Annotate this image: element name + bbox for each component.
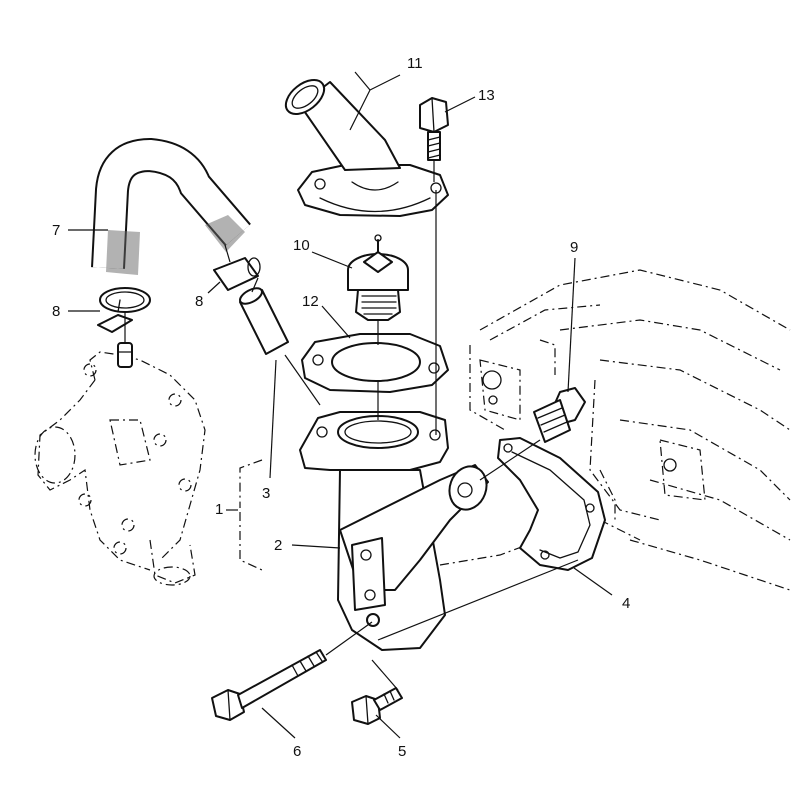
water-pump-outline: [34, 351, 206, 586]
callout-9: 9: [570, 239, 578, 256]
hose-clamp-center: [213, 257, 261, 291]
callout-8-center: 8: [195, 293, 203, 310]
callout-12: 12: [302, 293, 319, 310]
callout-4: 4: [622, 595, 630, 612]
hose-part-7: [91, 137, 251, 275]
callout-labels: 1 2 3 4 5 6 7 8 8 9 10 11 12 13: [52, 55, 630, 760]
engine-block-outline: [439, 269, 791, 591]
assembly-guide-lines: [124, 160, 579, 691]
temp-sensor-part-9: [533, 387, 586, 443]
callout-3: 3: [262, 485, 270, 502]
thermostat-housing-part-2: [299, 411, 489, 651]
pump-outlet-nipple: [117, 342, 133, 368]
callout-8-left: 8: [52, 303, 60, 320]
callout-2: 2: [274, 537, 282, 554]
callout-7: 7: [52, 222, 60, 239]
bolt-part-13: [419, 97, 449, 161]
bolt-part-5: [351, 687, 403, 725]
hose-clamp-left: [97, 287, 151, 333]
callout-6: 6: [293, 743, 301, 760]
group-bracket-part-1: [239, 459, 263, 571]
callout-11: 11: [407, 55, 423, 72]
leader-lines: [68, 71, 613, 739]
bypass-pipe-part-3: [239, 287, 289, 355]
bolt-part-6: [211, 649, 327, 721]
thermostat-part-10: [347, 234, 409, 321]
callout-5: 5: [398, 743, 406, 760]
gasket-part-12: [301, 333, 449, 393]
callout-10: 10: [293, 237, 310, 254]
gasket-part-4: [497, 437, 606, 571]
water-outlet-part-11: [284, 79, 449, 217]
callout-13: 13: [478, 87, 495, 104]
callout-1: 1: [215, 501, 223, 518]
